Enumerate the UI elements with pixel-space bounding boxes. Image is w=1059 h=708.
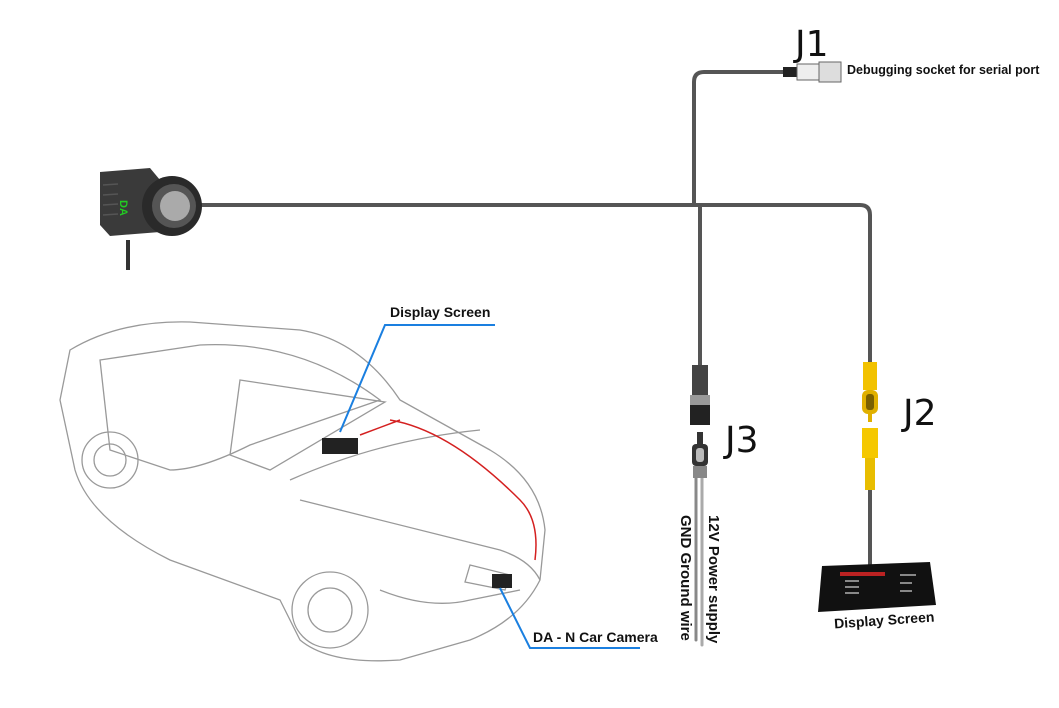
cables [198, 70, 872, 647]
car-camera-unit [492, 574, 512, 588]
j1-label: J1 [795, 24, 829, 65]
callout-lines [339, 324, 640, 649]
j3-label: J3 [725, 420, 759, 461]
display-device [818, 562, 936, 612]
car-illustration [59, 321, 546, 662]
j2-label: J2 [903, 393, 937, 434]
j1-connector [783, 61, 842, 83]
display-screen-car-label: Display Screen [390, 304, 491, 320]
debug-socket-label: Debugging socket for serial port [847, 63, 1040, 77]
thermal-camera: DA [100, 168, 202, 270]
ground-label: GND Ground wire [677, 515, 694, 641]
main-cable [198, 203, 872, 367]
power-label: 12V Power supply [705, 515, 722, 644]
camera-logo: DA [117, 200, 129, 216]
j2-connector [862, 362, 878, 490]
j3-connector [690, 365, 710, 478]
car-camera-label: DA - N Car Camera [533, 629, 658, 645]
j1-cable [692, 70, 792, 207]
car-display-unit [322, 438, 358, 454]
